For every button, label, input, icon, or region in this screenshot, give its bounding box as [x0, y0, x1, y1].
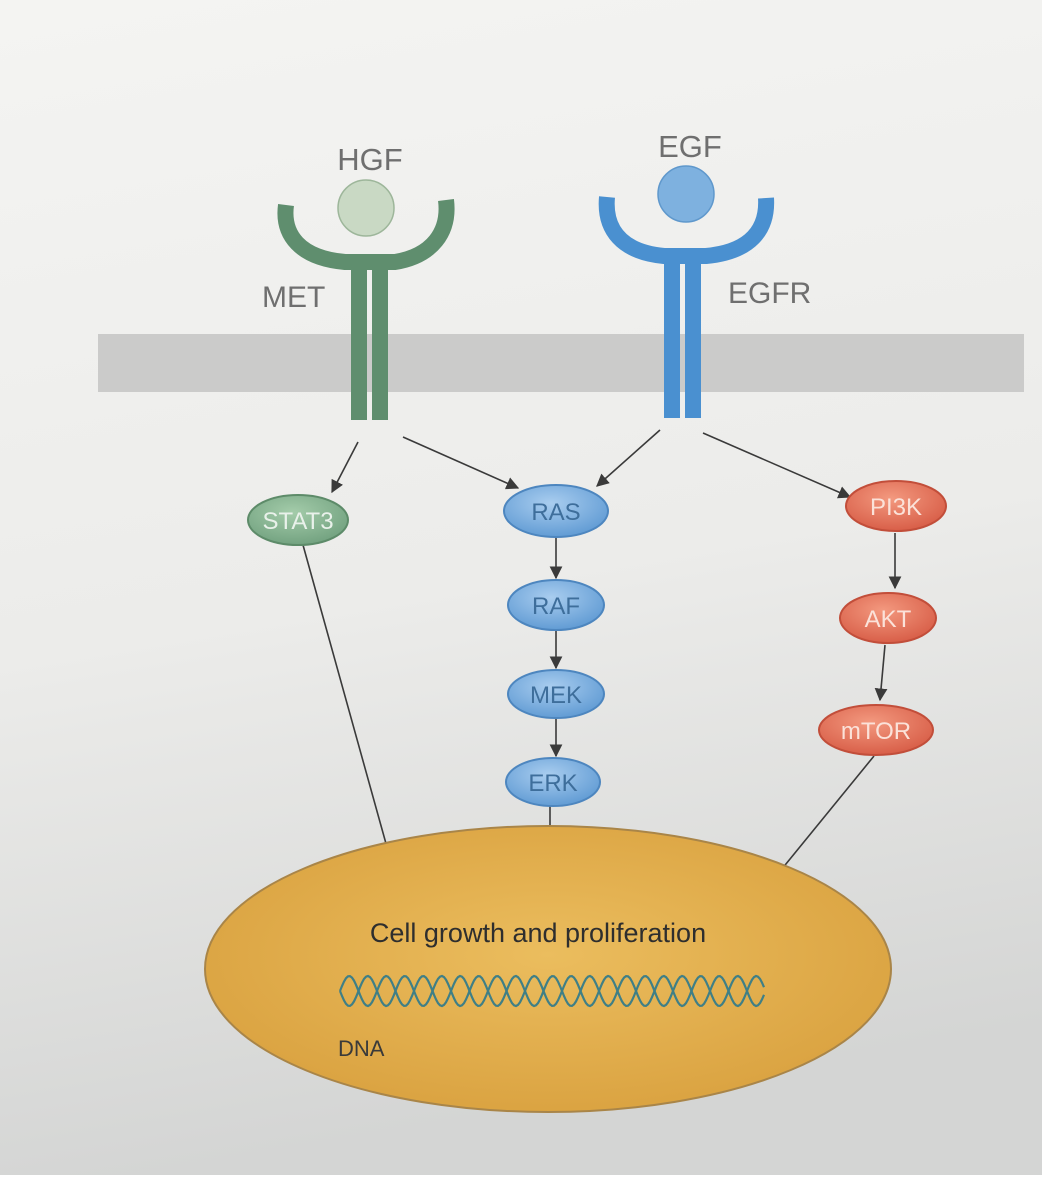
- node-mtor: mTOR: [818, 704, 934, 756]
- node-erk: ERK: [505, 757, 601, 807]
- node-raf: RAF: [507, 579, 605, 631]
- met-receptor: [277, 199, 455, 420]
- arrow-met-stat3: [331, 441, 359, 494]
- dna-helix: [338, 974, 766, 1008]
- arrow-met-ras: [402, 436, 520, 490]
- node-ras: RAS: [503, 484, 609, 538]
- akt-label: AKT: [865, 606, 912, 633]
- arrow-egfr-ras: [596, 429, 661, 487]
- raf-label: RAF: [532, 593, 580, 620]
- arrow-egfr-pi3k: [702, 432, 852, 499]
- hgf-label: HGF: [337, 142, 402, 177]
- pi3k-label: PI3K: [870, 494, 922, 521]
- egf-ligand: [657, 165, 715, 223]
- erk-label: ERK: [528, 770, 577, 797]
- hgf-ligand: [337, 179, 395, 237]
- nucleus: [204, 825, 892, 1113]
- node-mek: MEK: [507, 669, 605, 719]
- arrow-stat3-nucleus: [302, 544, 404, 896]
- dna-strand: [338, 974, 766, 1008]
- egf-label: EGF: [658, 129, 722, 164]
- arrow-akt-mtor: [874, 644, 888, 702]
- dna-label: DNA: [338, 1036, 385, 1061]
- ras-label: RAS: [531, 499, 580, 526]
- egfr-receptor: [598, 196, 775, 418]
- nucleus-label: Cell growth and proliferation: [370, 918, 706, 948]
- node-stat3: STAT3: [247, 494, 349, 546]
- egfr-label: EGFR: [728, 277, 811, 310]
- mtor-label: mTOR: [841, 718, 911, 745]
- mek-label: MEK: [530, 682, 582, 709]
- dna-strand: [338, 974, 766, 1008]
- stat3-label: STAT3: [262, 508, 333, 535]
- node-akt: AKT: [839, 592, 937, 644]
- arrow-mtor-nucleus: [767, 755, 875, 887]
- node-pi3k: PI3K: [845, 480, 947, 532]
- met-label: MET: [262, 281, 325, 314]
- cell-membrane: [98, 334, 1024, 392]
